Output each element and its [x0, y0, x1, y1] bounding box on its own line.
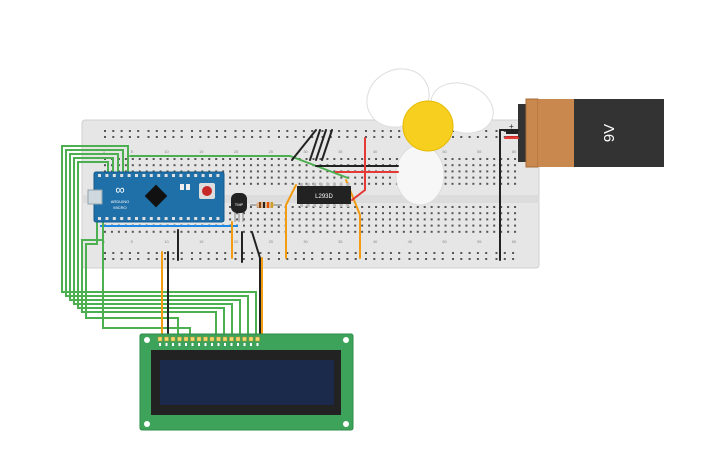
sensor-label: TMP [235, 202, 244, 207]
column-number: 35 [338, 239, 343, 244]
column-number: 15 [199, 239, 204, 244]
wire-green-7 [85, 221, 179, 337]
resistor[interactable] [250, 202, 282, 208]
wires [61, 129, 519, 337]
battery-plus-terminal: + [509, 122, 514, 131]
column-number: 35 [338, 149, 343, 154]
column-number: 55 [477, 149, 482, 154]
column-number: 50 [442, 149, 447, 154]
wire-green-8 [102, 225, 191, 337]
wire-black-3 [251, 231, 261, 337]
arduino-pin-header [98, 174, 220, 220]
column-number: 40 [373, 239, 378, 244]
wire-black-5 [309, 129, 321, 161]
column-number: 5 [131, 149, 134, 154]
wire-green-2 [65, 149, 249, 337]
wire-green-signal [129, 155, 349, 179]
arduino-model: MICRO [113, 205, 126, 210]
column-number: 1 [103, 239, 106, 244]
arduino-brand: ARDUINO [111, 199, 129, 204]
lcd-screen [160, 360, 334, 405]
usb-port [87, 189, 103, 205]
wire-green-4 [73, 157, 233, 337]
wire-orange-2 [285, 184, 297, 206]
temperature-sensor[interactable]: TMP [231, 193, 247, 222]
wire-green-3 [69, 153, 241, 337]
column-number: 15 [199, 149, 204, 154]
wire-green-1 [61, 145, 257, 337]
lcd-16x2[interactable] [139, 333, 354, 431]
column-number: 60 [512, 239, 517, 244]
column-number: 30 [303, 149, 308, 154]
column-number: 20 [234, 239, 239, 244]
wire-black-6 [315, 129, 327, 161]
dc-motor-fan[interactable] [356, 58, 500, 206]
column-number: 10 [164, 149, 169, 154]
column-number: 20 [234, 149, 239, 154]
wire-red-1 [351, 137, 366, 201]
battery-label: 9V [601, 124, 618, 142]
lcd-pin-header [157, 336, 260, 346]
column-number: 50 [442, 239, 447, 244]
wire-green-5 [77, 161, 225, 337]
ic-pins [300, 183, 350, 207]
motor-driver-ic[interactable]: L293D [297, 183, 351, 207]
column-number: 25 [269, 239, 274, 244]
arduino-micro[interactable]: ∞ ARDUINO MICRO [87, 171, 225, 223]
column-number: 5 [131, 239, 134, 244]
column-number: 40 [373, 149, 378, 154]
column-number: 60 [512, 149, 517, 154]
column-number: 30 [303, 239, 308, 244]
arduino-logo: ∞ [115, 182, 124, 197]
wire-black-7 [321, 129, 333, 161]
column-number: 55 [477, 239, 482, 244]
battery-9v[interactable]: 9V + − [506, 98, 664, 168]
column-number: 1 [103, 149, 106, 154]
fan-hub [402, 100, 454, 152]
column-number: 45 [408, 239, 413, 244]
column-number: 25 [269, 149, 274, 154]
ic-label: L293D [315, 194, 333, 200]
column-number: 10 [164, 239, 169, 244]
wire-black-8 [291, 129, 317, 161]
